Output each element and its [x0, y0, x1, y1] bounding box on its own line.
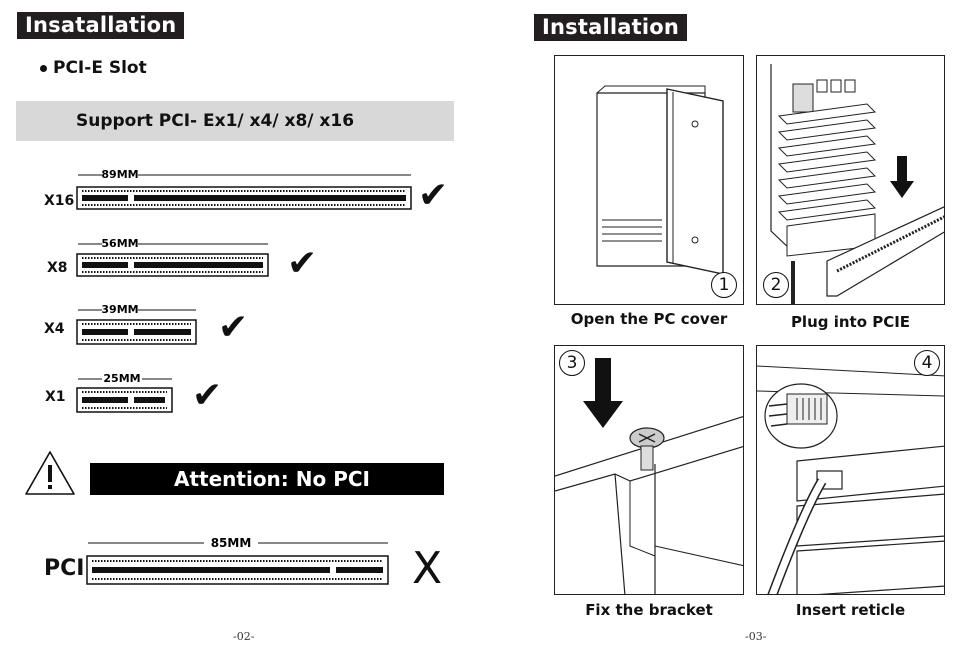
slot-label-x16: X16 [44, 193, 75, 209]
step-3-caption: Fix the bracket [585, 601, 713, 619]
pci-size-label: 85MM [211, 536, 252, 550]
slot-label-x4: X4 [44, 321, 65, 337]
x1-check-icon: ✔ [192, 375, 223, 416]
pci-label: PCI [44, 556, 85, 581]
step-2-caption: Plug into PCIE [790, 313, 911, 331]
left-page: Insatallation PCI-E Slot Support PCI- Ex… [0, 0, 488, 658]
support-banner: Support PCI- Ex1/ x4/ x8/ x16 [16, 101, 454, 141]
step-2-panel: 2 [756, 55, 945, 305]
step-1-number: 1 [711, 272, 737, 298]
slot-label-x1: X1 [45, 389, 66, 405]
bullet-dot-icon [40, 64, 47, 72]
step-1-panel: 1 [554, 55, 744, 305]
step-2-number: 2 [763, 272, 789, 298]
x8-slot-diagram: 56MM [76, 237, 269, 277]
right-page-number: -03- [745, 630, 767, 643]
right-page-heading: Installation [534, 14, 688, 41]
fix-bracket-illustration [555, 358, 743, 594]
step-3-number: 3 [559, 350, 585, 376]
step-1-caption: Open the PC cover [570, 310, 728, 328]
pci-x-mark-icon: X [412, 543, 443, 594]
right-page: Installation 1 Open the PC cover [488, 0, 977, 658]
pcie-slot-bullet: PCI-E Slot [40, 58, 147, 78]
x8-size-label: 56MM [101, 237, 138, 250]
plug-into-pcie-illustration [770, 64, 944, 304]
warning-triangle-icon [25, 451, 75, 495]
x1-size-label: 25MM [103, 372, 140, 385]
left-page-number: -02- [233, 630, 255, 643]
x4-size-label: 39MM [101, 303, 138, 316]
x16-size-label: 89MM [101, 168, 138, 181]
pc-case-illustration [596, 85, 724, 275]
step-4-panel: 4 [756, 345, 945, 595]
slot-label-x8: X8 [47, 260, 68, 276]
x16-slot-diagram: 89MM [76, 168, 412, 210]
left-page-heading: Insatallation [17, 12, 185, 39]
x8-check-icon: ✔ [287, 243, 318, 284]
pci-slot-diagram: 85MM [86, 536, 389, 585]
attention-banner: Attention: No PCI [90, 463, 444, 495]
x4-slot-diagram: 39MM [76, 303, 197, 345]
x1-slot-diagram: 25MM [76, 372, 173, 413]
x16-check-icon: ✔ [418, 175, 449, 216]
step-3-panel: 3 [554, 345, 744, 595]
insert-reticle-illustration [757, 365, 944, 594]
bullet-text: PCI-E Slot [53, 58, 147, 78]
x4-check-icon: ✔ [218, 307, 249, 348]
step-4-number: 4 [914, 350, 940, 376]
step-4-caption: Insert reticle [795, 601, 906, 619]
